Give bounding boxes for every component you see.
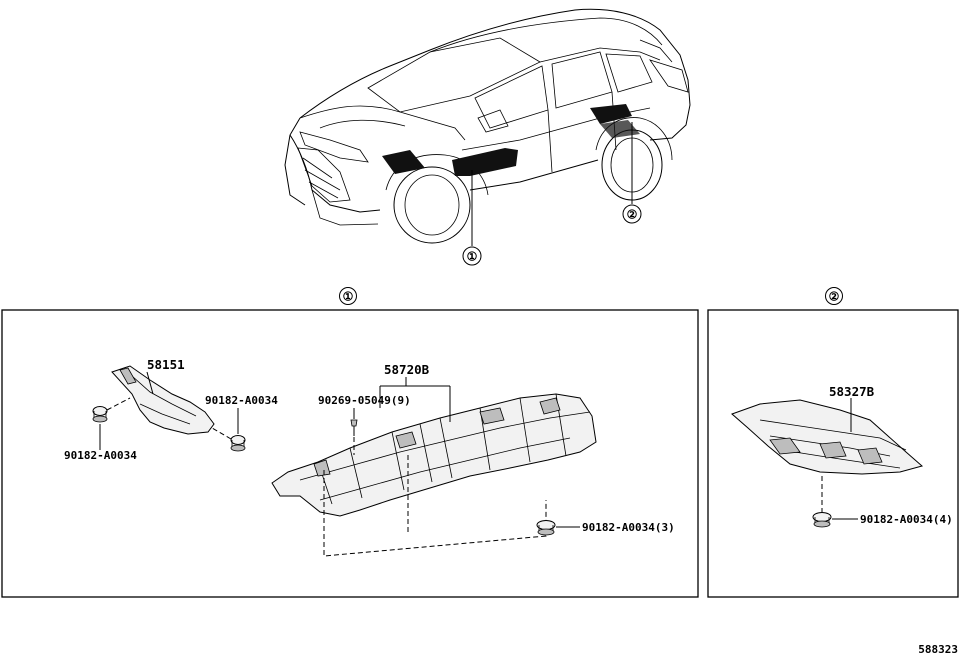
label-58327B: 58327B	[829, 384, 875, 399]
part-58720B-shape	[271, 393, 597, 517]
dash-clip-path-outer	[323, 470, 547, 557]
panel-1-title-label: ①	[343, 290, 354, 304]
callout-2-label: ②	[627, 208, 638, 222]
vehicle-callout-2: ②	[622, 204, 642, 224]
clip-right-icon	[230, 435, 246, 452]
panel-1-title: ①	[339, 287, 357, 305]
part-58327B-shape	[731, 399, 924, 475]
vehicle-illustration	[284, 8, 691, 246]
leader-58151	[146, 371, 154, 395]
panel-2-title-label: ②	[829, 290, 840, 304]
clip-panel2-icon	[812, 512, 832, 528]
diagram-code: 588323	[918, 643, 958, 656]
label-clip-bottom: 90182-A0034(3)	[582, 521, 675, 534]
panel-2-frame	[707, 309, 959, 598]
leader-58720B	[379, 377, 451, 422]
label-bolt: 90269-05049(9)	[318, 394, 411, 407]
panel-2-title: ②	[825, 287, 843, 305]
clip-bottom-icon	[536, 520, 556, 536]
label-clip-right: 90182-A0034	[205, 394, 278, 407]
dash-clip-right	[211, 427, 232, 440]
vehicle-callout-1: ①	[462, 246, 482, 266]
dash-clip-left	[106, 397, 131, 411]
clip-left-icon	[92, 406, 108, 423]
label-58151: 58151	[147, 357, 185, 372]
bolt-icon	[350, 419, 358, 436]
panel-1-frame	[1, 309, 699, 598]
callout-1-label: ①	[467, 250, 478, 264]
part-58151-shape	[111, 365, 215, 435]
label-clip-panel2: 90182-A0034(4)	[860, 513, 953, 526]
label-58720B: 58720B	[384, 362, 430, 377]
label-clip-left: 90182-A0034	[64, 449, 137, 462]
